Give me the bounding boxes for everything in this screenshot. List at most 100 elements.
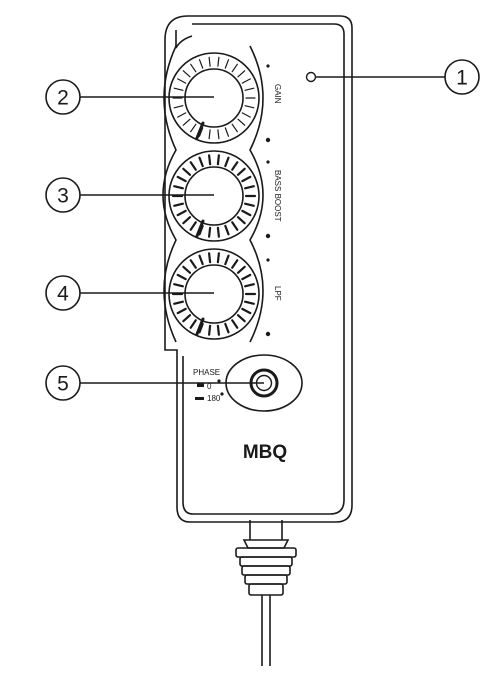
knob-tick xyxy=(217,56,220,67)
knob-tick xyxy=(182,265,192,274)
phase-0-icon xyxy=(197,383,204,387)
brand-logo-text: MBQ xyxy=(243,442,287,463)
knob-tick xyxy=(231,161,239,171)
knob-tick xyxy=(190,63,197,73)
knob-tick xyxy=(189,259,197,269)
knob-gain-label: GAIN xyxy=(273,84,282,104)
knob-tick xyxy=(208,324,212,336)
knob-lpf[interactable] xyxy=(168,248,260,340)
knob-tick xyxy=(241,112,251,118)
knob-tick xyxy=(182,216,192,225)
knob-tick xyxy=(236,216,246,225)
callout-5: 5 xyxy=(45,365,264,401)
knob-tick xyxy=(173,283,184,288)
knob-gain-indicator xyxy=(195,121,205,140)
knob-tick xyxy=(231,319,239,329)
knob-tick xyxy=(237,118,246,126)
knob-tick xyxy=(217,129,220,140)
knob-tick xyxy=(198,254,204,266)
knob-tick xyxy=(244,283,255,288)
knob-tick xyxy=(224,59,230,69)
knob-lpf-label: LPF xyxy=(273,286,282,301)
knob-tick xyxy=(231,221,239,231)
knob-bass-boost[interactable] xyxy=(168,150,260,242)
knob-tick xyxy=(216,226,220,238)
knob-tick xyxy=(236,314,246,323)
knob-tick xyxy=(236,167,246,176)
knob-tick xyxy=(216,154,220,166)
knob-tick xyxy=(244,105,255,109)
knob-tick xyxy=(176,209,187,217)
knob-tick xyxy=(241,175,252,183)
knob-tick xyxy=(173,105,184,109)
knob-tick xyxy=(177,78,187,84)
knob-tick xyxy=(224,224,230,236)
knob-tick xyxy=(198,224,204,236)
knob-tick xyxy=(198,127,204,137)
knob-tick xyxy=(224,322,230,334)
callout-4: 4 xyxy=(45,275,214,311)
knob-tick xyxy=(244,202,255,207)
knob-tick xyxy=(189,319,197,329)
knob-tick xyxy=(231,259,239,269)
knob-tick xyxy=(241,273,252,281)
knob-tick xyxy=(173,300,184,305)
knob-lpf-indicator xyxy=(195,317,205,336)
knob-gain-tick-marks xyxy=(172,56,256,140)
callout-3-number: 3 xyxy=(57,185,69,208)
phase-option-0: 0 xyxy=(207,382,212,391)
knob-tick xyxy=(176,175,187,183)
knob-gain[interactable] xyxy=(168,52,260,144)
callout-1-number: 1 xyxy=(456,67,468,90)
knob-tick xyxy=(176,273,187,281)
knob-tick xyxy=(182,314,192,323)
knob-tick xyxy=(173,185,184,190)
knob-tick xyxy=(208,154,212,166)
knob-tick xyxy=(244,87,255,91)
knob-tick xyxy=(237,70,246,78)
knob-tick xyxy=(208,252,212,264)
cable xyxy=(235,520,297,666)
knob-tick xyxy=(208,226,212,238)
knob-bass-boost-tick-marks xyxy=(171,154,257,238)
callout-4-number: 4 xyxy=(57,283,69,306)
knob-tick xyxy=(241,209,252,217)
knob-tick xyxy=(231,123,238,133)
knob-tick xyxy=(182,118,191,126)
knob-tick xyxy=(198,322,204,334)
knob-scale-dots xyxy=(265,64,271,337)
knob-tick xyxy=(224,127,230,137)
knob-tick xyxy=(231,63,238,73)
knob-tick xyxy=(177,112,187,118)
knob-tick xyxy=(224,254,230,266)
knob-tick xyxy=(216,324,220,336)
knob-tick xyxy=(208,56,211,67)
phase-option-180: 180 xyxy=(207,394,221,403)
callout-5-number: 5 xyxy=(57,373,69,396)
phase-title: PHASE xyxy=(193,368,220,377)
knob-bass-boost-label: BASS BOOST xyxy=(273,170,282,222)
knob-tick xyxy=(182,70,191,78)
phase-180-icon xyxy=(195,397,204,400)
knob-tick xyxy=(244,300,255,305)
knob-tick xyxy=(189,221,197,231)
callout-2: 2 xyxy=(45,79,214,115)
knob-tick xyxy=(173,202,184,207)
knob-tick xyxy=(216,252,220,264)
knob-tick xyxy=(198,156,204,168)
knob-tick xyxy=(241,78,251,84)
led-indicator xyxy=(305,71,317,83)
knob-tick xyxy=(236,265,246,274)
callout-2-number: 2 xyxy=(57,87,69,110)
knob-lpf-tick-marks xyxy=(171,252,257,336)
knob-tick xyxy=(244,185,255,190)
knob-bass-boost-indicator xyxy=(195,219,205,238)
callout-1: 1 xyxy=(315,59,480,95)
knob-tick xyxy=(198,59,204,69)
knob-tick xyxy=(189,161,197,171)
knob-tick xyxy=(190,123,197,133)
phase-section: PHASE 0 180 xyxy=(193,368,224,403)
knob-tick xyxy=(224,156,230,168)
knob-tick xyxy=(182,167,192,176)
